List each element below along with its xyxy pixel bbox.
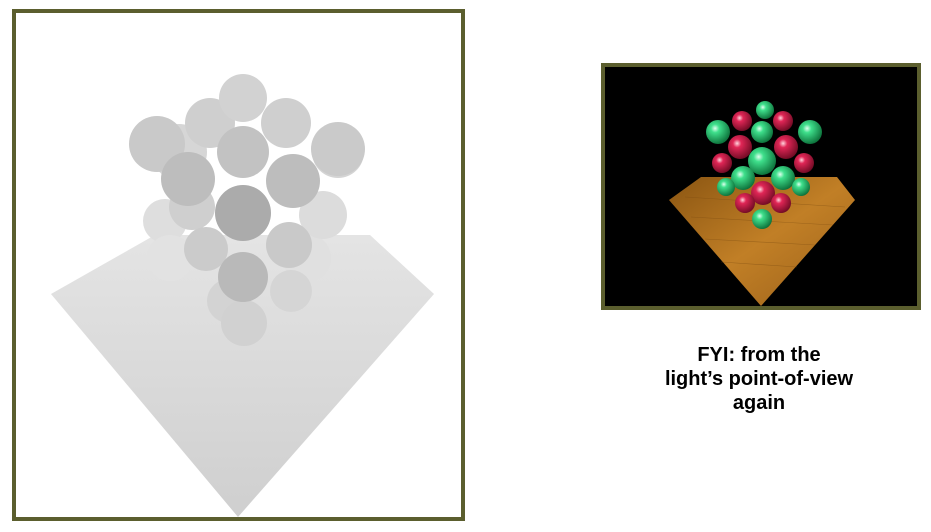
caption-line-3: again — [732, 392, 786, 414]
depth-sphere — [266, 222, 312, 268]
depth-sphere — [217, 126, 269, 178]
red-sphere — [774, 135, 798, 159]
depth-sphere — [299, 191, 347, 239]
depth-sphere — [219, 74, 267, 122]
depth-floor-shape — [51, 235, 434, 517]
green-sphere — [748, 147, 776, 175]
depth-sphere — [185, 98, 235, 148]
caption-line-2: light’s point-of-view — [664, 368, 854, 390]
depth-sphere — [147, 235, 193, 281]
red-sphere — [794, 153, 814, 173]
depth-sphere — [221, 300, 267, 346]
depth-sphere — [161, 152, 215, 206]
green-sphere — [792, 178, 810, 196]
depth-sphere — [215, 185, 271, 241]
green-sphere — [731, 166, 755, 190]
rendered-spheres-group — [706, 101, 822, 229]
depth-sphere — [129, 116, 185, 172]
green-sphere — [771, 166, 795, 190]
rendered-scene-image — [601, 63, 921, 310]
green-sphere — [752, 209, 772, 229]
green-sphere — [798, 120, 822, 144]
red-sphere — [773, 111, 793, 131]
green-sphere — [706, 120, 730, 144]
depth-sphere — [270, 270, 312, 312]
red-sphere — [732, 111, 752, 131]
depth-sphere — [184, 227, 228, 271]
caption-line-1: FYI: from the — [697, 344, 821, 366]
caption: FYI: from the light’s point-of-view agai… — [608, 343, 910, 415]
red-sphere — [751, 181, 775, 205]
depth-sphere — [261, 98, 311, 148]
rendered-scene-svg — [669, 101, 855, 306]
red-sphere — [728, 135, 752, 159]
green-sphere — [756, 101, 774, 119]
red-sphere — [712, 153, 732, 173]
green-sphere — [717, 178, 735, 196]
depth-sphere — [266, 154, 320, 208]
red-sphere — [735, 193, 755, 213]
depth-map-image — [12, 9, 465, 521]
green-sphere — [751, 121, 773, 143]
depth-spheres-group — [129, 74, 365, 346]
depth-sphere — [311, 122, 365, 176]
wood-floor-shape — [669, 177, 855, 306]
depth-map-svg — [51, 74, 434, 517]
depth-sphere — [218, 252, 268, 302]
red-sphere — [771, 193, 791, 213]
